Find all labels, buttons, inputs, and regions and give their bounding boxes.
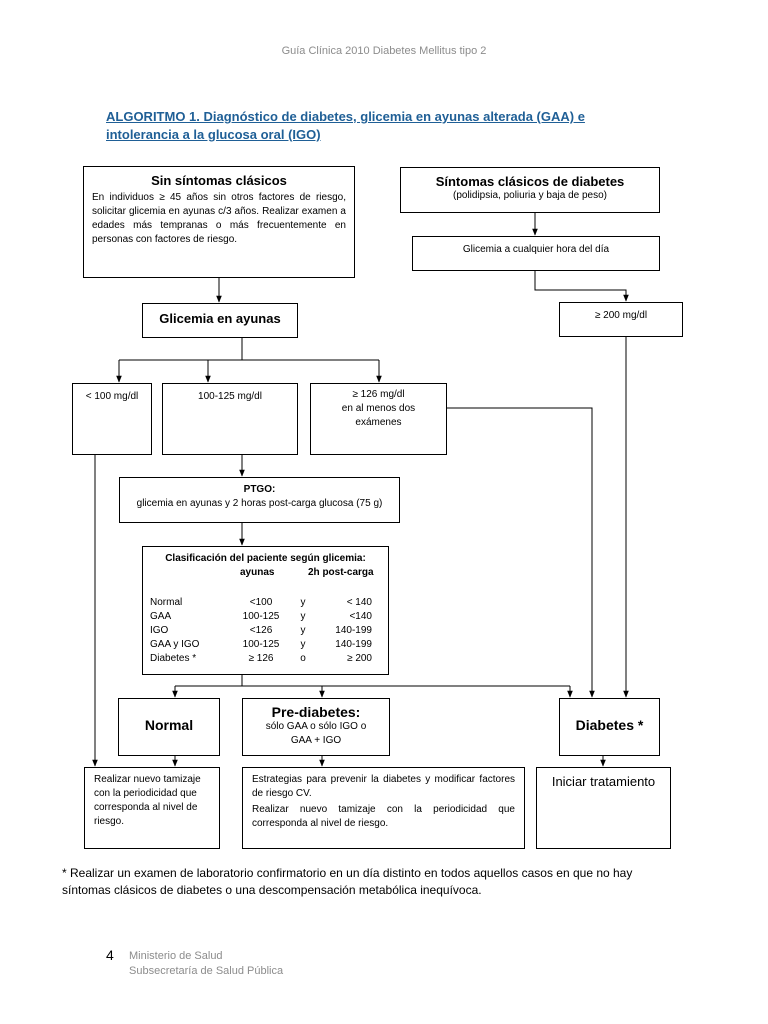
arrow-ge126-to-diabetes	[447, 407, 595, 698]
prediabetes-title: Pre-diabetes:	[271, 704, 361, 720]
clas-row-op: o	[300, 653, 306, 664]
estrategias-text-2: Realizar nuevo tamizaje con la periodici…	[252, 804, 515, 829]
box-ptgo: PTGO: glicemia en ayunas y 2 horas post-…	[119, 477, 400, 523]
box-tamizaje: Realizar nuevo tamizaje con la periodici…	[84, 767, 220, 849]
page-number: 4	[106, 947, 114, 963]
box-glicemia-ayunas: Glicemia en ayunas	[142, 303, 298, 338]
clas-row-post: 140-199	[335, 639, 372, 650]
algorithm-title: ALGORITMO 1. Diagnóstico de diabetes, gl…	[106, 108, 666, 144]
sin-sintomas-title: Sin síntomas clásicos	[151, 173, 287, 188]
ptgo-title: PTGO:	[243, 484, 276, 495]
clas-row-label: GAA y IGO	[150, 639, 200, 650]
col-post-header: 2h post-carga	[308, 567, 374, 578]
clas-row-label: Diabetes *	[150, 653, 197, 664]
ge126-line-1: ≥ 126 mg/dl	[352, 389, 405, 400]
ge126-line-3: exámenes	[355, 417, 402, 428]
publisher-footer: Ministerio de Salud Subsecretaría de Sal…	[129, 949, 283, 979]
tamizaje-text: Realizar nuevo tamizaje con la periodici…	[94, 774, 201, 827]
r100-125-text: 100-125 mg/dl	[198, 391, 262, 402]
box-normal: Normal	[118, 698, 220, 756]
lt100-text: < 100 mg/dl	[85, 391, 139, 402]
clas-row-ayunas: ≥ 126	[248, 653, 274, 664]
clasificacion-col-headers: ayunas 2h post-carga	[150, 566, 381, 580]
box-sin-sintomas: Sin síntomas clásicos En individuos ≥ 45…	[83, 166, 355, 278]
arrow-cualquier-to-200	[534, 271, 629, 302]
ge200-text: ≥ 200 mg/dl	[594, 310, 648, 321]
clasificacion-title: Clasificación del paciente según glicemi…	[165, 553, 366, 564]
box-prediabetes: Pre-diabetes: sólo GAA o sólo IGO o GAA …	[242, 698, 390, 756]
sin-sintomas-text: En individuos ≥ 45 años sin otros factor…	[92, 192, 346, 245]
ptgo-text: glicemia en ayunas y 2 horas post-carga …	[136, 498, 383, 509]
clas-row-ayunas: <126	[249, 625, 273, 636]
box-glicemia-cualquier: Glicemia a cualquier hora del día	[412, 236, 660, 271]
normal-title: Normal	[144, 717, 194, 733]
box-clasificacion: Clasificación del paciente según glicemi…	[142, 546, 389, 675]
clas-row-op: y	[300, 611, 306, 622]
box-diabetes: Diabetes *	[559, 698, 660, 756]
sintomas-subtitle: (polidipsia, poliuria y baja de peso)	[453, 190, 607, 201]
sintomas-title: Síntomas clásicos de diabetes	[435, 174, 625, 189]
col-ayunas-header: ayunas	[240, 567, 275, 578]
box-ge200: ≥ 200 mg/dl	[559, 302, 683, 337]
clas-row-ayunas: <100	[249, 597, 273, 608]
running-header: Guía Clínica 2010 Diabetes Mellitus tipo…	[281, 45, 487, 57]
title-line-1: ALGORITMO 1. Diagnóstico de diabetes, gl…	[106, 109, 585, 124]
clas-row-ayunas: 100-125	[242, 611, 280, 622]
footer-line-1: Ministerio de Salud	[129, 950, 223, 962]
clasificacion-table: Normal <100 y < 140 GAA 100-125 y <140 I…	[150, 596, 381, 666]
glicemia-ayunas-title: Glicemia en ayunas	[159, 311, 281, 326]
clas-row-op: y	[300, 625, 306, 636]
box-tratamiento: Iniciar tratamiento	[536, 767, 671, 849]
box-100-125: 100-125 mg/dl	[162, 383, 298, 455]
footnote: * Realizar un examen de laboratorio conf…	[62, 866, 633, 897]
footer-line-2: Subsecretaría de Salud Pública	[129, 965, 284, 977]
clas-row-label: GAA	[150, 611, 172, 622]
clas-row-op: y	[300, 639, 306, 650]
estrategias-text-1: Estrategias para prevenir la diabetes y …	[252, 774, 515, 799]
clas-row-label: IGO	[150, 625, 169, 636]
prediabetes-text: sólo GAA o sólo IGO o GAA + IGO	[265, 721, 367, 746]
clas-row-post: 140-199	[335, 625, 372, 636]
box-sintomas: Síntomas clásicos de diabetes (polidipsi…	[400, 167, 660, 213]
clas-row-ayunas: 100-125	[242, 639, 280, 650]
title-line-2: intolerancia a la glucosa oral (IGO)	[106, 127, 321, 142]
clas-row-post: < 140	[346, 597, 372, 608]
clas-row-post: <140	[349, 611, 372, 622]
box-lt100: < 100 mg/dl	[72, 383, 152, 455]
clas-row-op: y	[300, 597, 306, 608]
diabetes-title: Diabetes *	[575, 717, 644, 733]
clas-row-post: ≥ 200	[347, 653, 372, 664]
box-ge126: ≥ 126 mg/dl en al menos dos exámenes	[310, 383, 447, 455]
clas-row-label: Normal	[150, 597, 183, 608]
ge126-line-2: en al menos dos	[341, 403, 416, 414]
box-estrategias: Estrategias para prevenir la diabetes y …	[242, 767, 525, 849]
glicemia-cualquier-text: Glicemia a cualquier hora del día	[462, 244, 610, 255]
tratamiento-text: Iniciar tratamiento	[551, 774, 656, 789]
